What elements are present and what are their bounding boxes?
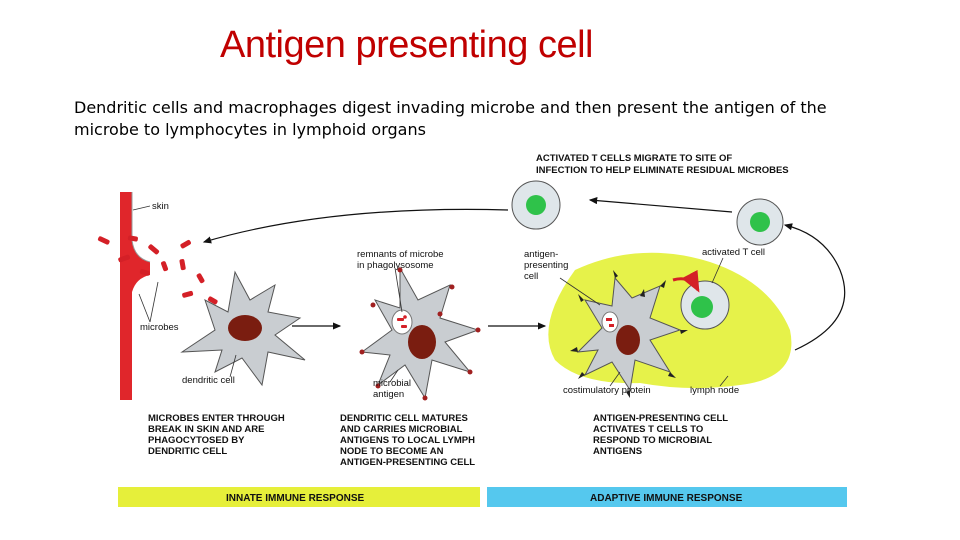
top-caption-line-1: ACTIVATED T CELLS MIGRATE TO SITE OF [536, 153, 732, 164]
label-remnants-line-2: in phagolysosome [357, 260, 434, 271]
adaptive-response-label: ADAPTIVE IMMUNE RESPONSE [590, 493, 743, 504]
svg-text:ANTIGEN-PRESENTING CELL: ANTIGEN-PRESENTING CELL [340, 457, 475, 468]
label-leader-lines [132, 205, 729, 387]
svg-text:BREAK IN SKIN AND ARE: BREAK IN SKIN AND ARE [148, 424, 264, 435]
skin-layer [120, 192, 151, 400]
label-microbes: microbes [140, 322, 179, 333]
label-apc-line-3: cell [524, 271, 538, 282]
svg-text:MICROBES ENTER THROUGH: MICROBES ENTER THROUGH [148, 413, 285, 424]
lymph-node [548, 252, 792, 389]
svg-text:ANTIGENS: ANTIGENS [593, 446, 642, 457]
maturing-dendritic-cell [359, 266, 481, 401]
migrating-t-cell [511, 180, 561, 230]
label-skin: skin [152, 201, 169, 212]
label-activated-t-cell: activated T cell [702, 247, 765, 258]
label-dendritic-cell: dendritic cell [182, 375, 235, 386]
svg-text:ACTIVATES T CELLS TO: ACTIVATES T CELLS TO [593, 424, 703, 435]
svg-text:ANTIGENS TO LOCAL LYMPH: ANTIGENS TO LOCAL LYMPH [340, 435, 475, 446]
label-remnants-line-1: remnants of microbe [357, 249, 444, 260]
activated-t-cell [736, 198, 784, 246]
svg-text:AND CARRIES MICROBIAL: AND CARRIES MICROBIAL [340, 424, 463, 435]
svg-text:RESPOND TO MICROBIAL: RESPOND TO MICROBIAL [593, 435, 712, 446]
label-apc-line-1: antigen- [524, 249, 558, 260]
flow-arrows [202, 197, 846, 351]
top-caption-line-2: INFECTION TO HELP ELIMINATE RESIDUAL MIC… [536, 165, 789, 176]
label-lymph-node: lymph node [690, 385, 739, 396]
label-microbial-antigen-line-2: antigen [373, 389, 404, 400]
t-cell-in-node [680, 280, 730, 330]
svg-text:ANTIGEN-PRESENTING CELL: ANTIGEN-PRESENTING CELL [593, 413, 728, 424]
dendritic-cell [180, 270, 306, 387]
innate-response-bar: INNATE IMMUNE RESPONSE [118, 487, 480, 507]
label-apc-line-2: presenting [524, 260, 568, 271]
svg-text:DENDRITIC CELL: DENDRITIC CELL [148, 446, 227, 457]
step-3-caption: ANTIGEN-PRESENTING CELL ACTIVATES T CELL… [593, 413, 728, 457]
svg-text:DENDRITIC CELL MATURES: DENDRITIC CELL MATURES [340, 413, 468, 424]
label-microbial-antigen-line-1: microbial [373, 378, 411, 389]
page-title: Antigen presenting cell [220, 24, 593, 66]
microbes-group [97, 235, 218, 305]
svg-text:NODE TO BECOME AN: NODE TO BECOME AN [340, 446, 444, 457]
antigen-presenting-cell [570, 270, 688, 398]
adaptive-response-bar: ADAPTIVE IMMUNE RESPONSE [487, 487, 847, 507]
step-1-caption: MICROBES ENTER THROUGH BREAK IN SKIN AND… [148, 413, 285, 457]
step-2-caption: DENDRITIC CELL MATURES AND CARRIES MICRO… [340, 413, 475, 468]
page-subtitle: Dendritic cells and macrophages digest i… [74, 98, 827, 139]
innate-response-label: INNATE IMMUNE RESPONSE [226, 493, 364, 504]
label-costimulatory-protein: costimulatory protein [563, 385, 651, 396]
svg-text:PHAGOCYTOSED BY: PHAGOCYTOSED BY [148, 435, 245, 446]
